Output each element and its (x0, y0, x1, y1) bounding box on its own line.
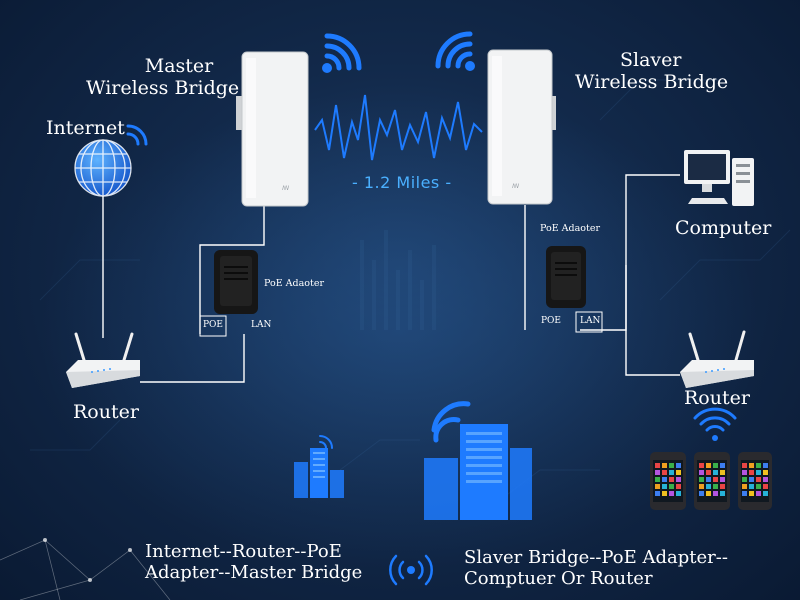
bottom-left-caption-line2: Adapter--Master Bridge (145, 561, 363, 583)
smartphone-icon (738, 452, 772, 510)
wireless-bridge-icon: ꟿ (236, 51, 309, 207)
master-bridge-label-line2-wrap: Wireless Bridge (86, 77, 240, 100)
wifi-icon (319, 435, 333, 449)
internet-label: Internet (46, 117, 125, 139)
bottom-left-caption: Internet--Router--PoE Adapter--Master Br… (145, 541, 363, 583)
bottom-right-caption-line1: Slaver Bridge--PoE Adapter-- (464, 547, 728, 568)
port-lan-left: LAN (251, 320, 272, 330)
wireless-bridge-icon: ꟿ (487, 49, 556, 205)
poe-adapter-icon (546, 246, 586, 308)
port-poe-right: POE (541, 316, 562, 326)
slaver-bridge-label-line1: Slaver (620, 49, 682, 71)
poe-adapter-right-label: PoE Adaoter (540, 223, 600, 234)
building-icon (424, 424, 532, 520)
poe-adapter-icon (214, 250, 258, 314)
distance-label: - 1.2 Miles - (352, 173, 452, 192)
port-poe-left: POE (203, 320, 224, 330)
router-right-label: Router (684, 387, 750, 409)
wifi-icon (126, 124, 148, 146)
svg-text:ꟿ: ꟿ (282, 185, 289, 192)
wifi-icon (431, 401, 471, 443)
port-lan-right: LAN (580, 316, 601, 326)
svg-text:ꟿ: ꟿ (512, 183, 519, 190)
slaver-bridge-label: Slaver (620, 49, 682, 72)
smartphone-icon (650, 452, 686, 510)
wifi-icon (389, 554, 433, 586)
master-bridge-label: Master (124, 55, 234, 78)
bottom-right-caption: Slaver Bridge--PoE Adapter-- Comptuer Or… (464, 547, 728, 589)
master-bridge-label-line2: Wireless Bridge (86, 77, 240, 99)
bottom-left-caption-line1: Internet--Router--PoE (145, 541, 342, 562)
router-icon (680, 330, 754, 388)
radio-wave (314, 94, 483, 161)
smartphone-icon (694, 452, 730, 510)
slaver-bridge-label-line2: Wireless Bridge (575, 71, 729, 93)
computer-label: Computer (675, 217, 772, 239)
poe-adapter-left-label: PoE Adaoter (264, 278, 324, 289)
wifi-icon (322, 33, 362, 73)
slaver-bridge-label-line2-wrap: Wireless Bridge (575, 71, 729, 94)
router-icon (66, 332, 140, 388)
master-bridge-label-line1: Master (144, 55, 214, 77)
wifi-icon (435, 31, 475, 71)
wifi-icon (693, 407, 737, 441)
bottom-right-caption-line2: Comptuer Or Router (464, 567, 653, 589)
building-icon (294, 448, 344, 498)
router-left-label: Router (73, 401, 139, 423)
